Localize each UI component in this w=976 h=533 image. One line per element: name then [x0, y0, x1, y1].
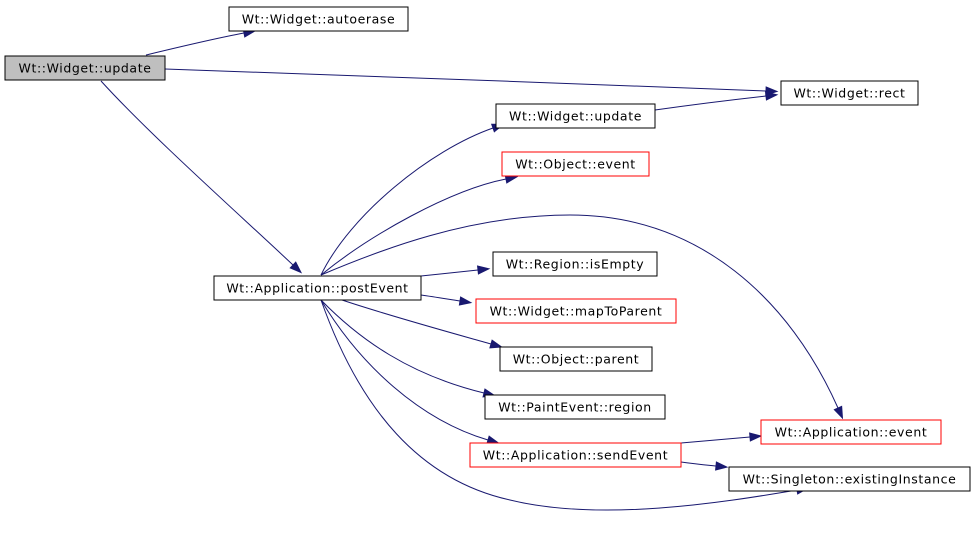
- edge-root-to-autoerase: [145, 28, 257, 56]
- node-isempty[interactable]: Wt::Region::isEmpty: [492, 251, 658, 277]
- edge-postevent-to-objevent: [320, 174, 519, 276]
- node-box: [495, 103, 656, 129]
- node-box: [501, 151, 650, 177]
- node-box: [484, 394, 666, 420]
- node-rect[interactable]: Wt::Widget::rect: [780, 80, 919, 106]
- node-parent[interactable]: Wt::Object::parent: [499, 346, 653, 372]
- node-label: Wt::Widget::autoerase: [242, 12, 396, 27]
- node-label: Wt::Application::event: [775, 425, 928, 440]
- node-box: [760, 419, 942, 445]
- edge-postevent-to-region: [320, 299, 497, 398]
- edge-root-to-postevent: [100, 80, 303, 274]
- node-label: Wt::Object::event: [515, 157, 636, 172]
- arrow-head-icon: [749, 432, 763, 442]
- edge-line: [420, 269, 479, 277]
- arrow-head-icon: [833, 405, 844, 420]
- edge-line: [680, 461, 717, 467]
- node-label: Wt::Singleton::existingInstance: [743, 472, 957, 487]
- arrow-head-icon: [476, 265, 491, 275]
- node-box: [475, 298, 677, 324]
- node-label: Wt::Region::isEmpty: [506, 257, 645, 272]
- edge-line: [320, 299, 489, 441]
- node-label: Wt::Object::parent: [513, 352, 640, 367]
- node-box: [499, 346, 653, 372]
- node-box: [492, 251, 658, 277]
- edge-postevent-to-update2: [320, 123, 505, 276]
- node-label: Wt::Widget::mapToParent: [490, 304, 663, 319]
- edge-postevent-to-appevent: [320, 214, 844, 420]
- node-root[interactable]: Wt::Widget::update: [4, 55, 166, 81]
- edge-line: [320, 299, 485, 394]
- edge-postevent-to-maptoparent: [420, 294, 473, 306]
- node-box: [780, 80, 919, 106]
- edge-line: [320, 299, 798, 511]
- node-label: Wt::Application::sendEvent: [483, 448, 668, 463]
- node-objevent[interactable]: Wt::Object::event: [501, 151, 650, 177]
- node-box: [228, 6, 409, 32]
- edge-postevent-to-sendevent: [320, 299, 500, 445]
- node-existing[interactable]: Wt::Singleton::existingInstance: [728, 466, 971, 492]
- edge-sendevent-to-existing: [680, 461, 729, 471]
- edge-line: [320, 127, 494, 276]
- edge-line: [320, 214, 839, 409]
- edge-line: [654, 95, 767, 111]
- edge-line: [145, 32, 245, 56]
- node-box: [728, 466, 971, 492]
- edge-sendevent-to-appevent: [680, 432, 763, 444]
- node-autoerase[interactable]: Wt::Widget::autoerase: [228, 6, 409, 32]
- node-box: [469, 442, 682, 468]
- node-maptoparent[interactable]: Wt::Widget::mapToParent: [475, 298, 677, 324]
- edge-line: [341, 299, 492, 345]
- node-label: Wt::PaintEvent::region: [498, 400, 652, 415]
- node-sendevent[interactable]: Wt::Application::sendEvent: [469, 442, 682, 468]
- node-postevent[interactable]: Wt::Application::postEvent: [213, 275, 422, 301]
- node-label: Wt::Widget::update: [509, 109, 642, 124]
- node-label: Wt::Application::postEvent: [226, 281, 408, 296]
- edge-postevent-to-parent: [341, 299, 503, 349]
- node-label: Wt::Widget::rect: [793, 86, 905, 101]
- node-label: Wt::Widget::update: [19, 61, 152, 76]
- edge-line: [100, 80, 294, 266]
- node-appevent[interactable]: Wt::Application::event: [760, 419, 942, 445]
- arrow-head-icon: [289, 261, 303, 274]
- edge-line: [680, 436, 751, 444]
- edge-line: [420, 294, 461, 302]
- node-box: [213, 275, 422, 301]
- arrow-head-icon: [458, 296, 473, 306]
- edge-postevent-to-isempty: [420, 265, 491, 277]
- arrow-head-icon: [764, 91, 779, 101]
- node-region[interactable]: Wt::PaintEvent::region: [484, 394, 666, 420]
- arrow-head-icon: [489, 339, 503, 349]
- edge-line: [164, 68, 767, 92]
- edge-update2-to-rect: [654, 91, 779, 111]
- node-update2[interactable]: Wt::Widget::update: [495, 103, 656, 129]
- edges-layer: [100, 28, 844, 511]
- edge-root-to-rect: [164, 68, 779, 96]
- edge-line: [320, 178, 507, 276]
- arrow-head-icon: [715, 461, 729, 471]
- node-box: [4, 55, 166, 81]
- nodes-layer: Wt::Widget::update Wt::Widget::autoeraseW…: [4, 6, 971, 492]
